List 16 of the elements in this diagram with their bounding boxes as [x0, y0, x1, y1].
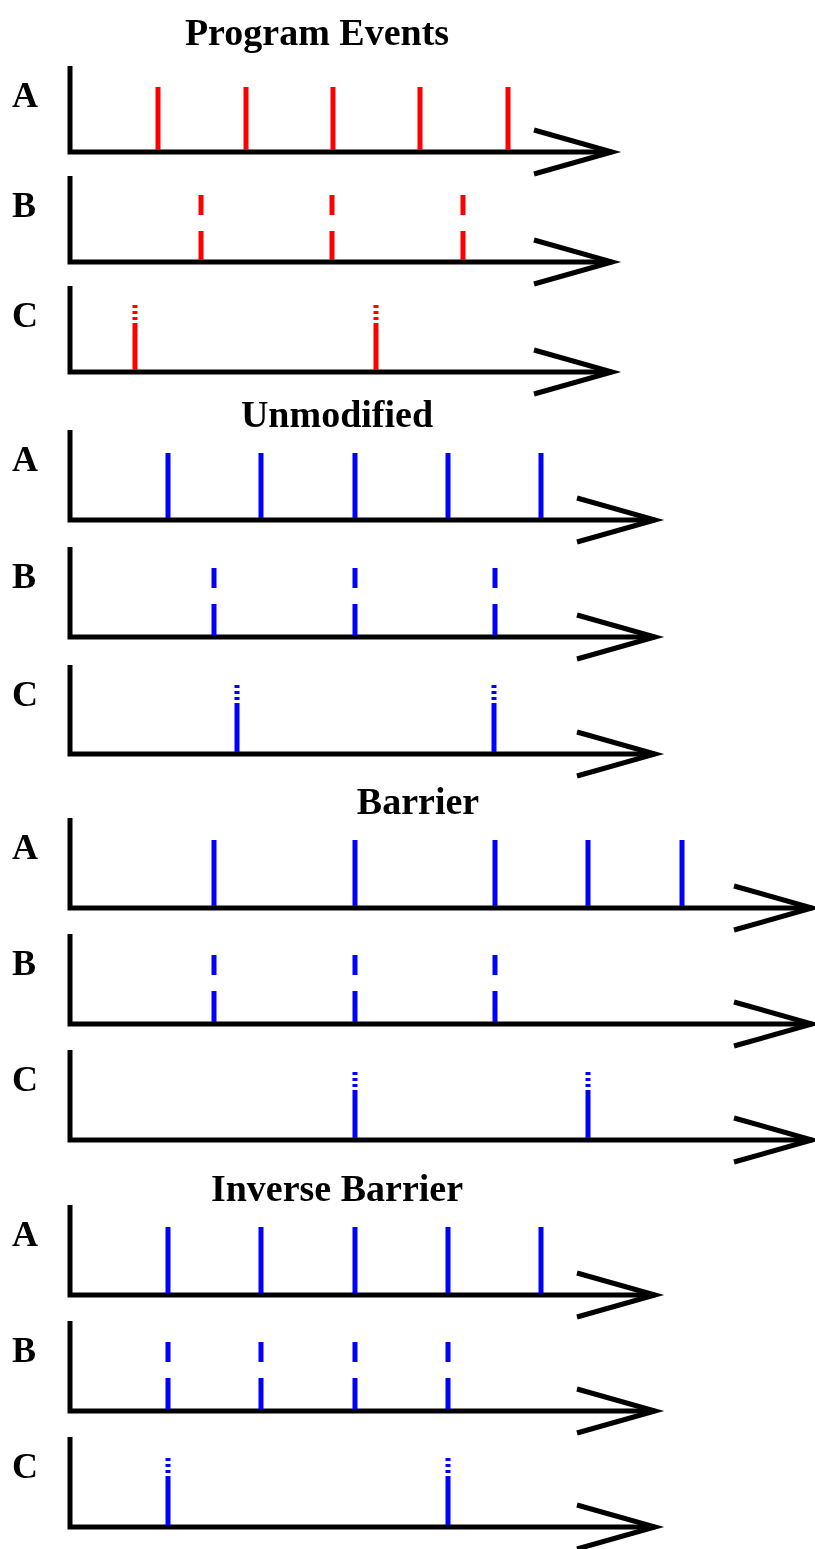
row-label: C — [12, 673, 38, 715]
row-label: C — [12, 294, 38, 336]
section-heading: Unmodified — [240, 392, 434, 436]
row-label: C — [12, 1445, 38, 1487]
section-heading: Barrier — [356, 779, 480, 823]
section-heading: Program Events — [184, 10, 450, 54]
row-label: A — [12, 1213, 38, 1255]
row-label: B — [12, 184, 36, 226]
row-label: B — [12, 1329, 36, 1371]
row-label: A — [12, 438, 38, 480]
row-label: B — [12, 942, 36, 984]
row-label: C — [12, 1058, 38, 1100]
row-label: B — [12, 555, 36, 597]
row-label: A — [12, 74, 38, 116]
section-heading: Inverse Barrier — [210, 1166, 464, 1210]
row-label: A — [12, 826, 38, 868]
